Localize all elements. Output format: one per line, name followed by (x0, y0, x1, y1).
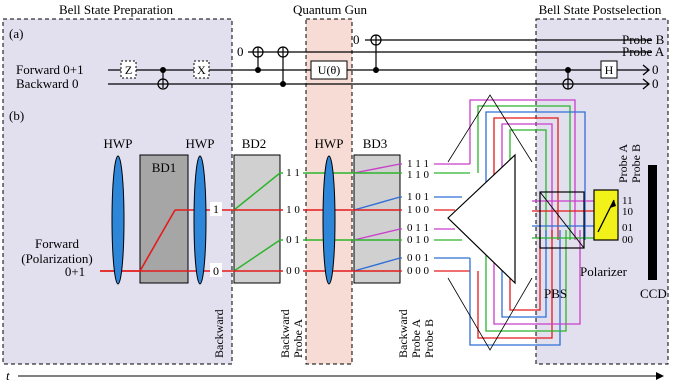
out-probe-a: Probe A (622, 44, 665, 59)
bd2-crystal (233, 154, 281, 284)
target-oplus (252, 46, 264, 58)
hwp2-lens (193, 155, 207, 285)
forward-input-label: Forward (35, 236, 80, 251)
out-backward: 0 (652, 76, 659, 91)
h-gate-label: H (605, 63, 614, 77)
title-bell-prep: Bell State Preparation (59, 2, 174, 17)
bd3-out-001: 0 0 1 (407, 252, 429, 264)
bd1-label: BD1 (152, 160, 177, 175)
control-dot (255, 67, 261, 73)
ccd-detector (648, 165, 657, 280)
bd2-label: BD2 (242, 136, 267, 151)
vert-probe-b-3: Probe B (422, 319, 436, 358)
z-gate-box (120, 60, 137, 79)
out-forward: 0 (652, 62, 659, 77)
polarization-label: (Polarization) (21, 251, 92, 266)
bd2-out-01: 0 1 (286, 234, 300, 246)
title-bell-post: Bell State Postselection (539, 2, 662, 17)
pbs-label: PBS (544, 286, 567, 301)
title-quantum-gun: Quantum Gun (293, 2, 368, 17)
bd1-out-1: 1 (213, 202, 219, 216)
x-gate-box (193, 60, 210, 79)
panel-b-label: (b) (9, 108, 24, 123)
u-theta-gate-box (310, 60, 348, 80)
bd3-label: BD3 (363, 136, 388, 151)
vert-backward-2: Backward (278, 309, 292, 358)
ccd-label: CCD (640, 286, 667, 301)
forward-label: Forward 0+1 (16, 62, 84, 77)
backward-label: Backward 0 (16, 76, 78, 91)
bd2-out-11: 1 1 (286, 167, 300, 179)
pbs-cube (539, 191, 585, 249)
h-gate-box (600, 60, 618, 79)
hwp2-label: HWP (186, 136, 215, 151)
bd3-out-111: 1 1 1 (407, 158, 429, 170)
bd3-out-010: 0 1 0 (407, 234, 430, 246)
hwp1-label: HWP (104, 136, 133, 151)
target-oplus (157, 78, 169, 90)
control-dot (565, 67, 571, 73)
post-out-00: 00 (622, 234, 634, 246)
time-axis-label: t (6, 368, 10, 383)
target-oplus (277, 46, 289, 58)
vert-backward-1: Backward (212, 309, 226, 358)
bd3-out-110: 1 1 0 (407, 169, 430, 181)
x-gate-label: X (197, 63, 206, 77)
post-out-10: 10 (622, 206, 634, 218)
time-axis-arrow (656, 372, 664, 380)
vert-backward-3: Backward (396, 309, 410, 358)
control-dot (373, 67, 379, 73)
out-probe-b: Probe B (622, 32, 665, 47)
probe-a-init: 0 (237, 44, 244, 59)
hwp3-lens (322, 155, 336, 285)
post-out-11: 11 (622, 195, 633, 207)
control-dot (160, 67, 166, 73)
bd3-out-011: 0 1 1 (407, 222, 429, 234)
hwp3-label: HWP (315, 136, 344, 151)
prism (447, 153, 516, 285)
z-gate-label: Z (125, 63, 132, 77)
target-oplus (370, 34, 382, 46)
bd3-out-100: 1 0 0 (407, 204, 430, 216)
vert-probe-a-2: Probe A (291, 319, 305, 358)
control-dot (280, 81, 286, 87)
bd3-out-000: 0 0 0 (407, 265, 430, 277)
hwp1-lens (111, 155, 125, 285)
post-probe-b: Probe B (629, 144, 643, 183)
bd1-out-0: 0 (213, 264, 219, 278)
bd2-out-10: 1 0 (286, 204, 300, 216)
input-state-label: 0+1 (65, 264, 85, 279)
bd3-crystal (353, 154, 401, 284)
bd3-out-101: 1 0 1 (407, 191, 429, 203)
probe-b-init: 0 (353, 32, 360, 47)
panel-a-label: (a) (9, 26, 23, 41)
target-oplus (562, 78, 574, 90)
post-probe-a: Probe A (616, 144, 630, 183)
vert-probe-a-3: Probe A (409, 319, 423, 358)
polarizer-label: Polarizer (580, 264, 628, 279)
post-out-01: 01 (622, 222, 633, 234)
bd2-out-00: 0 0 (286, 265, 300, 277)
u-theta-gate-label: U(θ) (318, 63, 340, 77)
bd1-crystal (139, 154, 189, 284)
